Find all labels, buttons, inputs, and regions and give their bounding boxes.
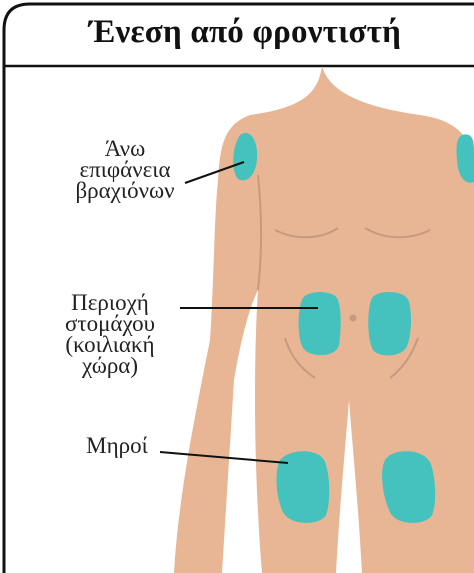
label-line: βραχιόνων [50, 180, 200, 201]
label-line: επιφάνεια [50, 159, 200, 180]
label-abdomen: Περιοχή στομάχου (κοιλιακή χώρα) [40, 292, 180, 376]
label-line: Μηροί [62, 435, 172, 456]
navel [350, 315, 357, 322]
injection-site-abdomen-left [299, 292, 341, 355]
label-thighs: Μηροί [62, 435, 172, 456]
diagram-title: Ένεση από φροντιστή [30, 14, 460, 51]
injection-site-abdomen-right [368, 292, 411, 356]
label-line: στομάχου [40, 313, 180, 334]
label-line: Περιοχή [40, 292, 180, 313]
label-upper-arms: Άνω επιφάνεια βραχιόνων [50, 138, 200, 201]
label-line: χώρα) [40, 355, 180, 376]
label-line: (κοιλιακή [40, 334, 180, 355]
label-line: Άνω [50, 138, 200, 159]
